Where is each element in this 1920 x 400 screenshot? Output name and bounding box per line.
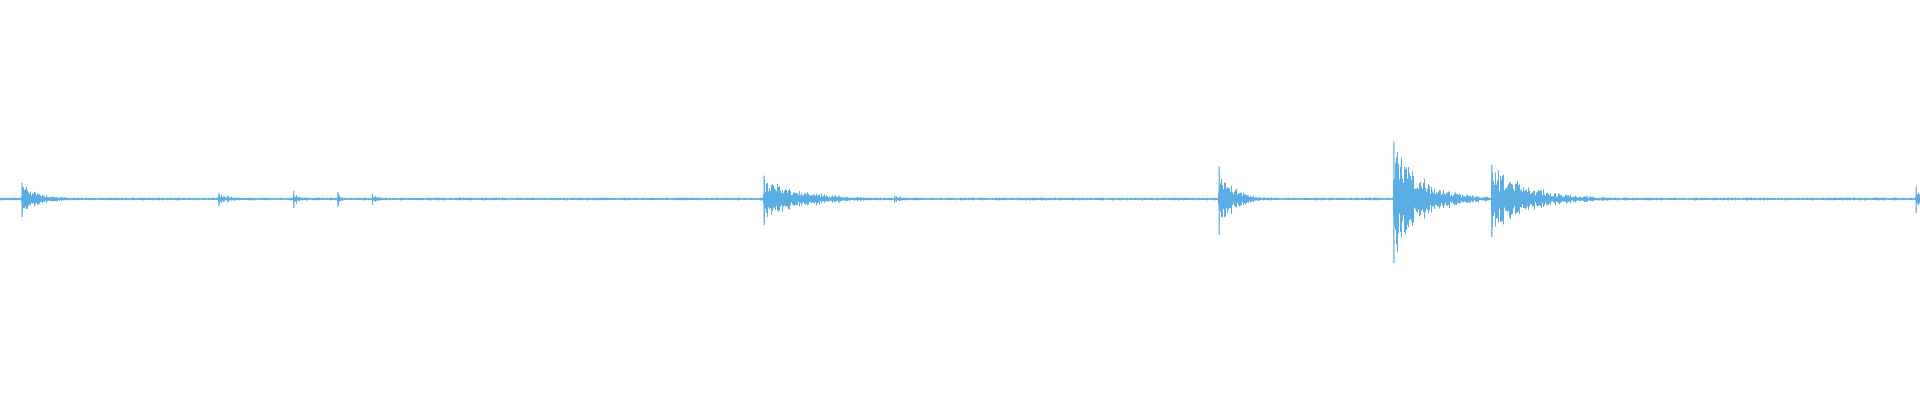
waveform-bars: [0, 141, 1920, 263]
waveform-envelope: [0, 152, 1920, 253]
